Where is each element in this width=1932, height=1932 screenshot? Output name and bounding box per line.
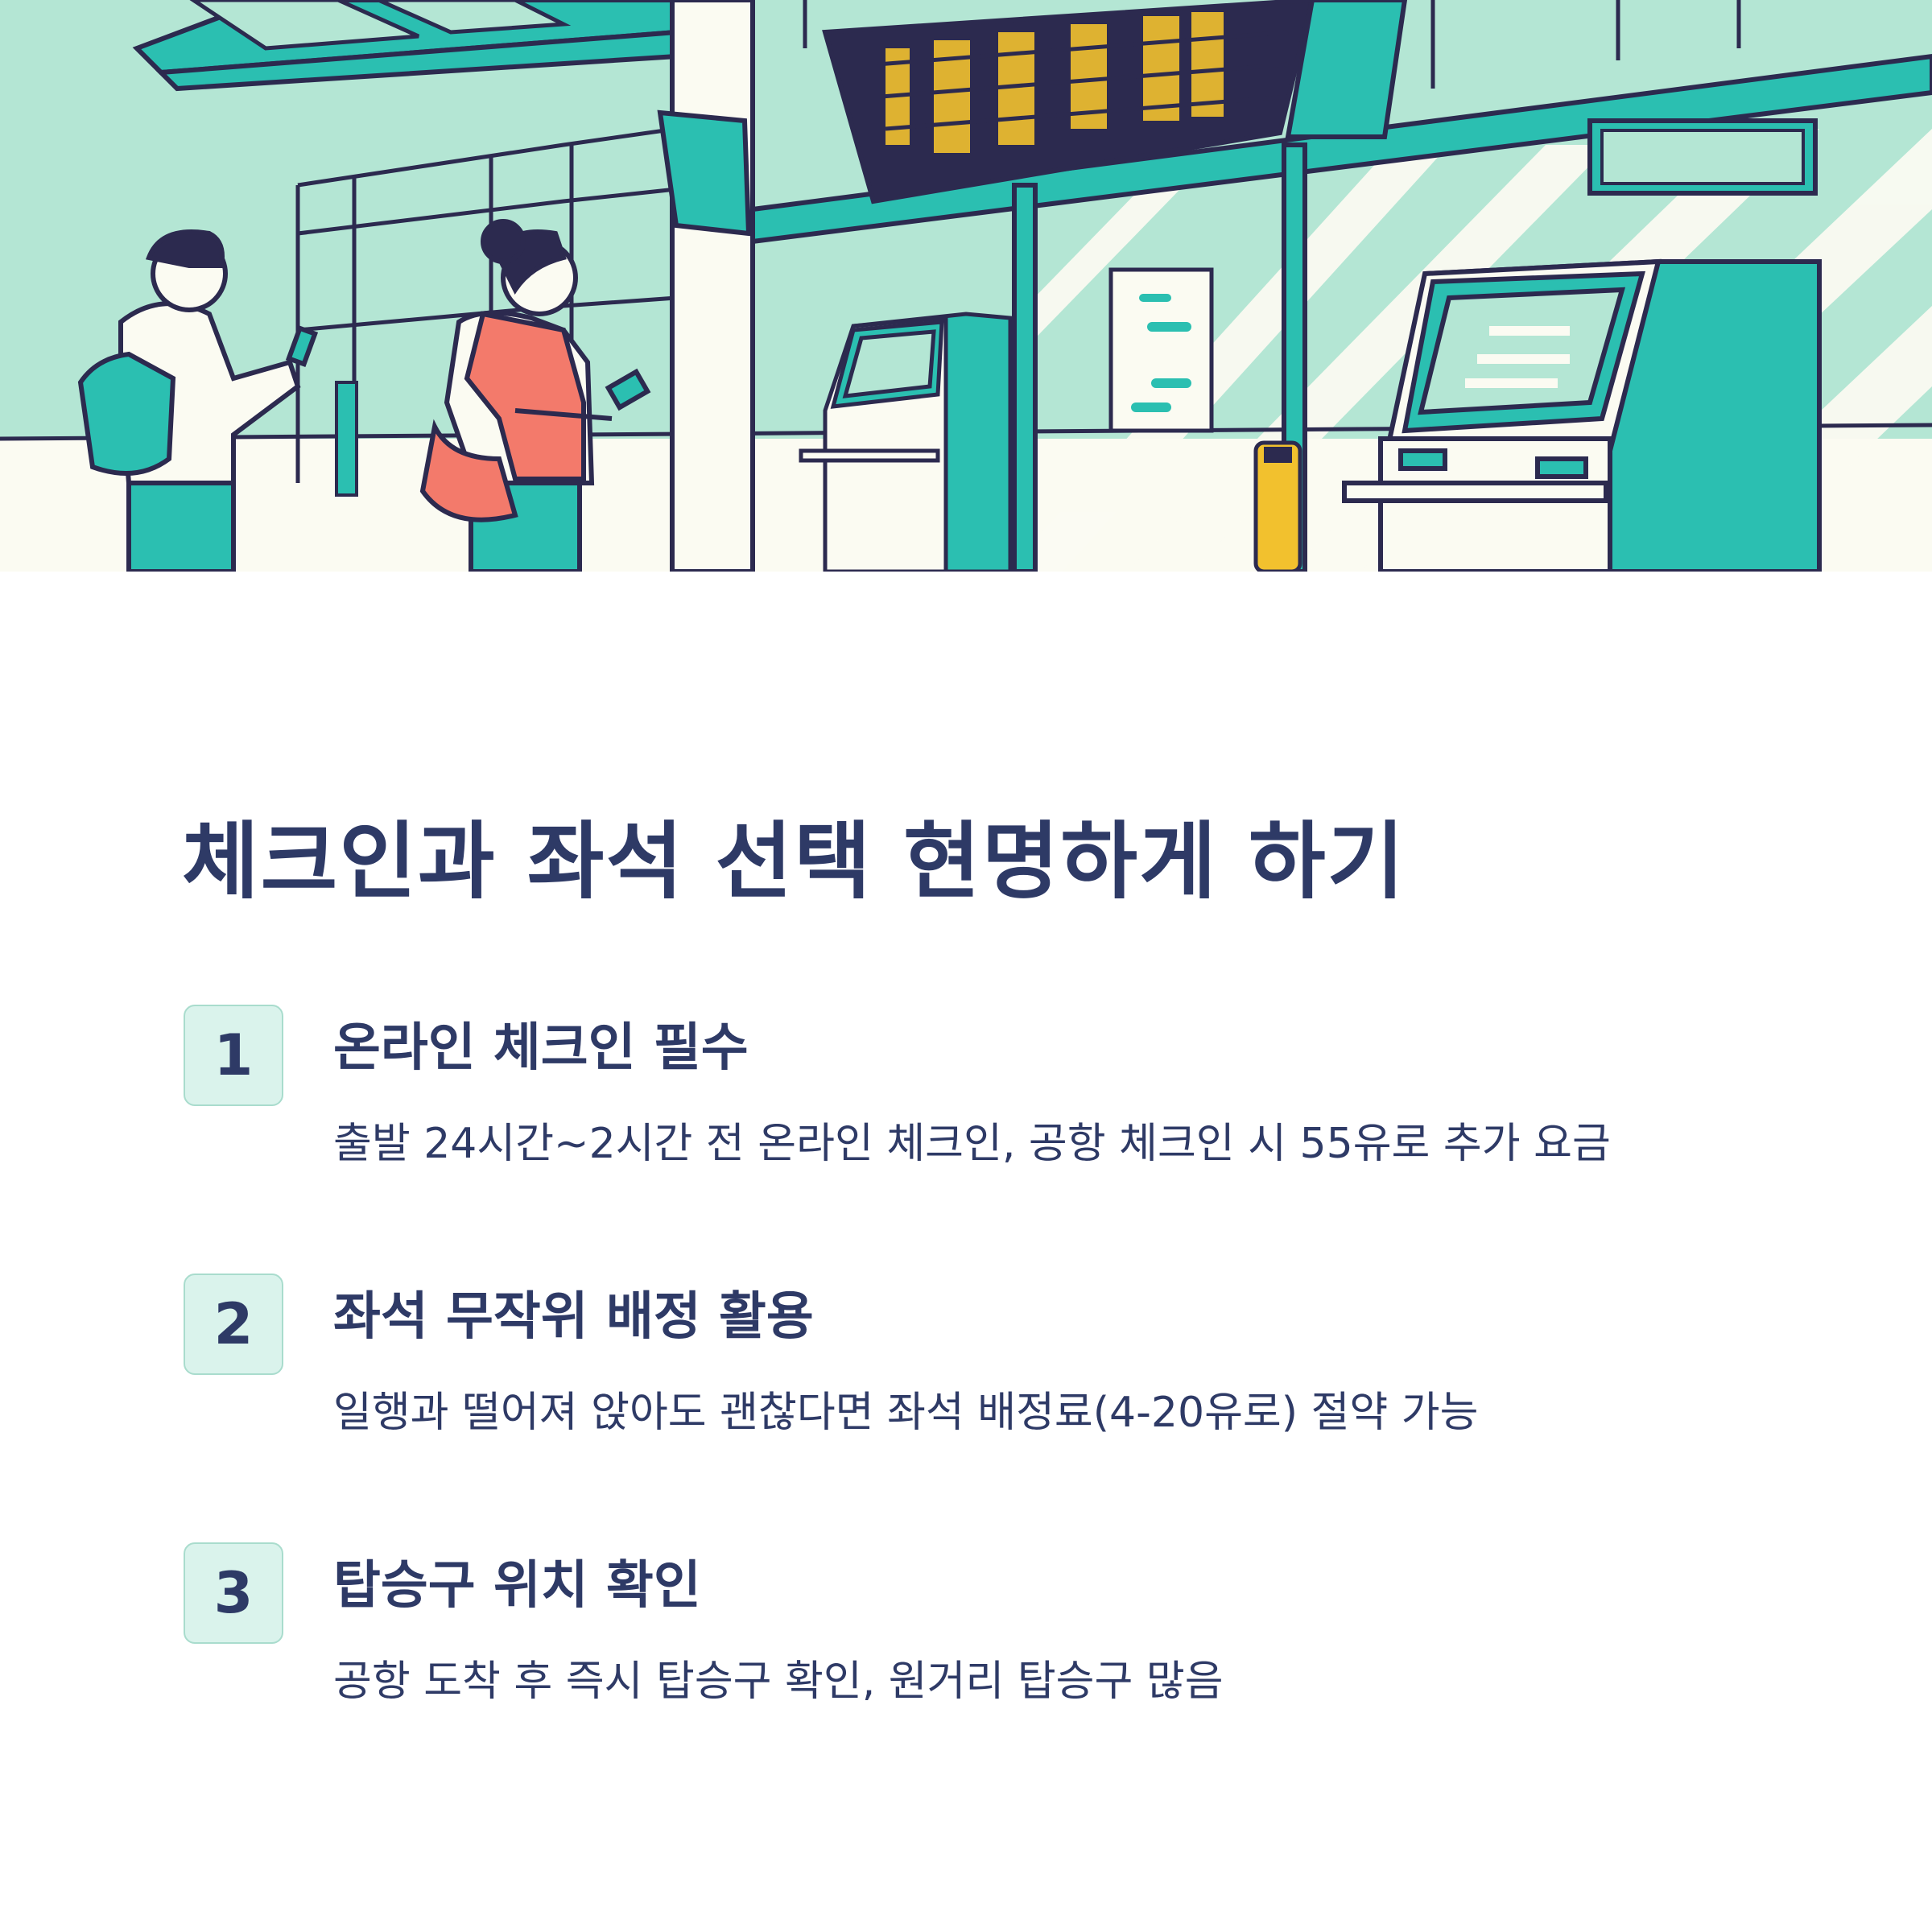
tip-description: 출발 24시간~2시간 전 온라인 체크인, 공항 체크인 시 55유로 추가 … bbox=[333, 1120, 1611, 1168]
tip-item-3: 3 탑승구 위치 확인 공항 도착 후 즉시 탑승구 확인, 원거리 탑승구 많… bbox=[184, 1542, 1794, 1744]
tip-title: 온라인 체크인 필수 bbox=[333, 1018, 749, 1078]
tip-item-2: 2 좌석 무작위 배정 활용 일행과 떨어져 앉아도 괜찮다면 좌석 배정료(4… bbox=[184, 1274, 1794, 1475]
tip-title: 좌석 무작위 배정 활용 bbox=[333, 1287, 814, 1347]
step-number-badge: 2 bbox=[184, 1274, 283, 1375]
tip-title: 탑승구 위치 확인 bbox=[333, 1556, 701, 1616]
tip-description: 공항 도착 후 즉시 탑승구 확인, 원거리 탑승구 많음 bbox=[333, 1657, 1224, 1706]
airport-illustration bbox=[0, 0, 1932, 572]
step-number-badge: 3 bbox=[184, 1542, 283, 1644]
step-number-badge: 1 bbox=[184, 1005, 283, 1106]
page-title: 체크인과 좌석 선택 현명하게 하기 bbox=[182, 812, 1406, 910]
tip-item-1: 1 온라인 체크인 필수 출발 24시간~2시간 전 온라인 체크인, 공항 체… bbox=[184, 1005, 1794, 1206]
tip-description: 일행과 떨어져 앉아도 괜찮다면 좌석 배정료(4-20유로) 절약 가능 bbox=[333, 1389, 1479, 1437]
